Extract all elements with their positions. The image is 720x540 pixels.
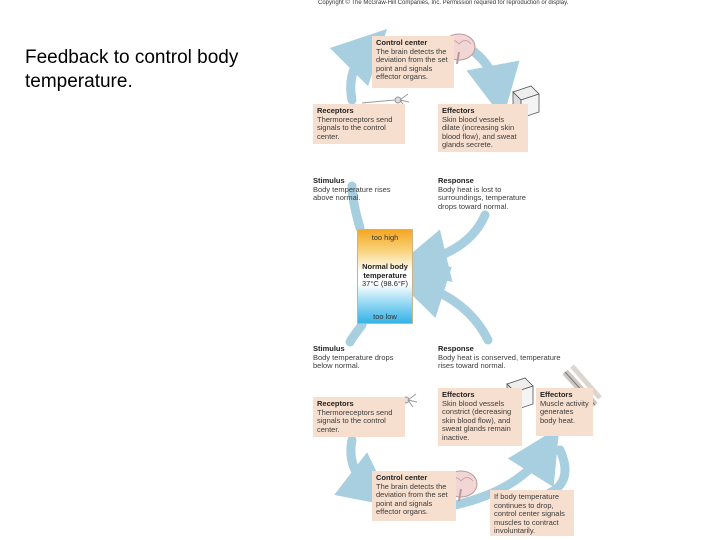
- box-text: Thermoreceptors send signals to the cont…: [317, 407, 393, 434]
- upper-response-to-normal-arrow: [393, 210, 490, 282]
- label-text: Body temperature drops below normal.: [313, 352, 394, 371]
- upper-stimulus-label: Stimulus Body temperature rises above no…: [313, 176, 398, 203]
- box-heading: Effectors: [442, 390, 475, 399]
- label-text: Body temperature rises above normal.: [313, 184, 391, 203]
- lower-response-to-normal-arrow: [392, 266, 493, 345]
- upper-effectors-box: Effectors Skin blood vessels dilate (inc…: [438, 104, 528, 152]
- label-heading: Stimulus: [313, 176, 345, 185]
- neuron-icon: [361, 93, 410, 108]
- upper-stimulus-rise-arrow: [347, 181, 365, 233]
- box-heading: Effectors: [540, 390, 573, 399]
- label-heading: Response: [438, 176, 474, 185]
- label-heading: Response: [438, 344, 474, 353]
- lower-effectors-muscle-box: Effectors Muscle activity generates body…: [536, 388, 593, 436]
- label-text: Body heat is lost to surroundings, tempe…: [438, 184, 526, 211]
- copyright-notice: Copyright © The McGraw-Hill Companies, I…: [318, 0, 569, 6]
- box-text: Skin blood vessels constrict (decreasing…: [442, 398, 512, 442]
- box-text: Thermoreceptors send signals to the cont…: [317, 114, 393, 141]
- lower-stimulus-drop-arrow: [345, 320, 367, 347]
- too-high-label: too high: [371, 233, 399, 242]
- upper-loop-arrow-left: [329, 28, 388, 105]
- lower-loop-arrow-right: [450, 427, 560, 510]
- normal-temperature-label: Normal body temperature 37°C (98.6°F): [358, 262, 412, 289]
- box-heading: Control center: [376, 473, 428, 482]
- upper-receptors-box: Receptors Thermoreceptors send signals t…: [313, 104, 405, 144]
- lower-receptors-box: Receptors Thermoreceptors send signals t…: [313, 397, 405, 437]
- box-heading: Receptors: [317, 106, 354, 115]
- box-text: Skin blood vessels dilate (increasing sk…: [442, 114, 517, 150]
- upper-control-center-box: Control center The brain detects the dev…: [372, 36, 454, 88]
- lower-loop-arrow-left: [334, 435, 394, 507]
- normal-temperature-value: 37°C (98.6°F): [361, 279, 408, 289]
- box-heading: Effectors: [442, 106, 475, 115]
- normal-temperature-title: Normal body temperature: [362, 262, 408, 280]
- label-heading: Stimulus: [313, 344, 345, 353]
- box-text: If body temperature continues to drop, c…: [494, 492, 565, 536]
- box-text: The brain detects the deviation from the…: [376, 46, 448, 82]
- lower-effectors-skin-box: Effectors Skin blood vessels constrict (…: [438, 388, 522, 446]
- lower-control-center-box: Control center The brain detects the dev…: [372, 471, 456, 521]
- lower-stimulus-label: Stimulus Body temperature drops below no…: [313, 344, 398, 371]
- too-low-label: too low: [373, 312, 397, 321]
- box-text: Muscle activity generates body heat.: [540, 398, 589, 425]
- box-heading: Control center: [376, 38, 428, 47]
- lower-response-label: Response Body heat is conserved, tempera…: [438, 344, 563, 371]
- shivering-box: If body temperature continues to drop, c…: [490, 490, 574, 536]
- slide-title: Feedback to control body temperature.: [25, 47, 239, 92]
- upper-response-label: Response Body heat is lost to surroundin…: [438, 176, 538, 211]
- label-text: Body heat is conserved, temperature rise…: [438, 352, 561, 371]
- body-temperature-bar: too high Normal body temperature 37°C (9…: [357, 229, 413, 324]
- box-text: The brain detects the deviation from the…: [376, 481, 448, 517]
- box-heading: Receptors: [317, 399, 354, 408]
